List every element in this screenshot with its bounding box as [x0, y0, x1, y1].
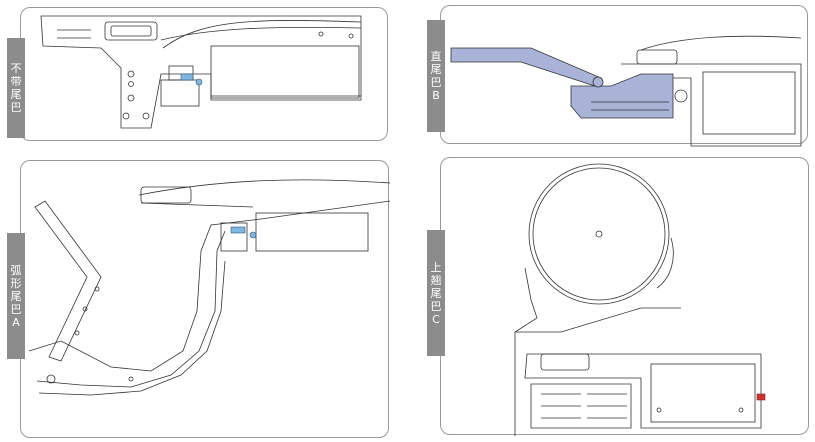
tag-char: 翘 [430, 273, 442, 287]
panel-upturned-tail-c: 上 翘 尾 巴 C [427, 157, 809, 436]
panel-straight-tail-b: 直 尾 巴 B [427, 5, 808, 147]
tag-char: 形 [10, 276, 22, 290]
tag-char: B [432, 89, 440, 102]
tag-char: C [432, 312, 440, 326]
label-tag-upturned-tail-c: 上 翘 尾 巴 C [427, 230, 445, 356]
tag-char: 尾 [10, 88, 22, 101]
label-tag-straight-tail-b: 直 尾 巴 B [427, 20, 445, 132]
feeder-drawing-straight-tail [450, 35, 802, 147]
tag-char: 尾 [430, 63, 442, 76]
tag-char: 尾 [10, 289, 22, 303]
tag-char: 不 [10, 62, 22, 75]
tag-char: 巴 [10, 302, 22, 316]
tag-char: 带 [10, 75, 22, 88]
label-tag-arc-tail-a: 弧 形 尾 巴 A [7, 233, 25, 359]
panel-arc-tail-a: 弧 形 尾 巴 A [7, 160, 391, 438]
tag-char: 巴 [430, 76, 442, 89]
feeder-drawing-arc-tail [28, 179, 391, 396]
label-tag-no-tail: 不 带 尾 巴 [7, 38, 25, 138]
tag-char: 上 [430, 260, 442, 274]
tag-char: A [12, 315, 20, 329]
tag-char: 巴 [10, 101, 22, 114]
feeder-drawing-upturned-tail [514, 163, 766, 436]
tag-char: 弧 [10, 263, 22, 277]
tag-char: 巴 [430, 299, 442, 313]
tag-char: 尾 [430, 286, 442, 300]
panel-no-tail: 不 带 尾 巴 [7, 7, 388, 141]
tag-char: 直 [430, 50, 442, 63]
feeder-drawing-no-tail [40, 15, 362, 129]
